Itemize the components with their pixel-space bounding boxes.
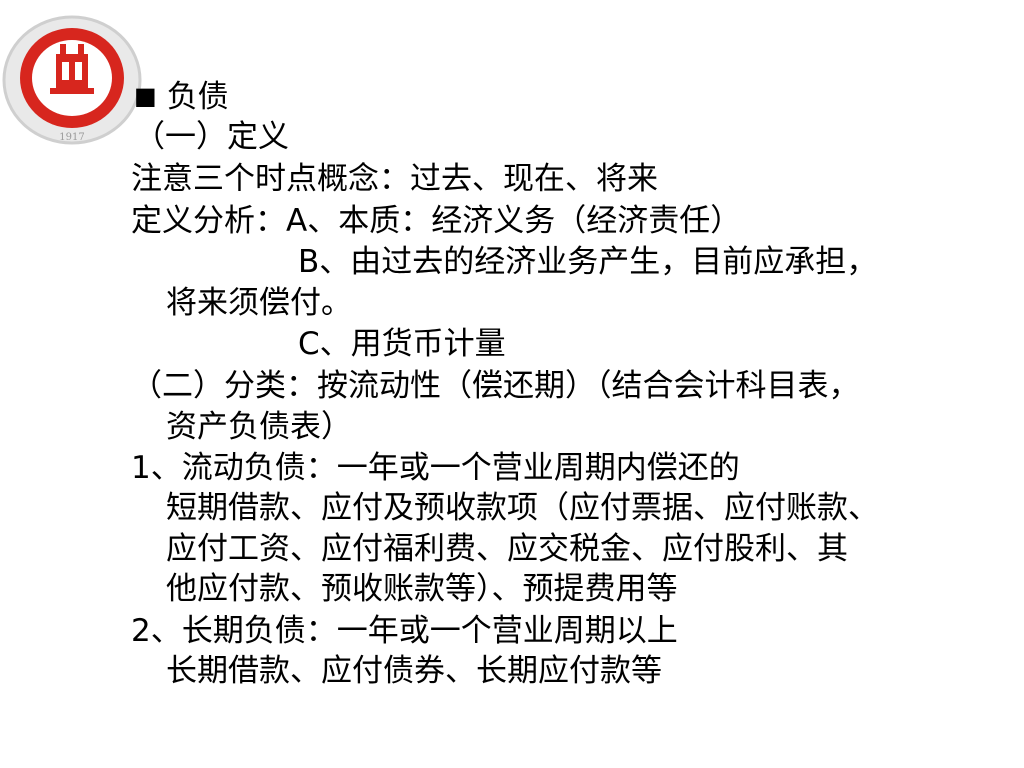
text-line: 将来须偿付。	[166, 285, 352, 321]
text-line: 他应付款、预收账款等）、预提费用等	[166, 571, 678, 607]
university-seal-icon: 1917	[2, 15, 142, 145]
text-line: 资产负债表）	[166, 409, 352, 445]
square-bullet-icon: ■	[134, 82, 157, 110]
text-line: 长期借款、应付债券、长期应付款等	[166, 653, 662, 689]
text-line: 1、流动负债：一年或一个营业周期内偿还的	[131, 450, 740, 486]
section-definition: （一）定义	[134, 119, 289, 155]
text-line: 2、长期负债：一年或一个营业周期以上	[131, 613, 678, 649]
heading-liabilities: ■负债	[134, 79, 229, 115]
university-seal-logo: 1917	[2, 14, 144, 146]
text-line: C、用货币计量	[298, 326, 506, 362]
text-line: 短期借款、应付及预收款项（应付票据、应付账款、	[166, 490, 879, 526]
section-classification: （二）分类：按流动性（偿还期）（结合会计科目表，	[131, 368, 860, 404]
seal-year: 1917	[59, 132, 84, 143]
text-line: 注意三个时点概念：过去、现在、将来	[131, 161, 658, 197]
text-line: 应付工资、应付福利费、应交税金、应付股利、其	[166, 531, 848, 567]
text-line: B、由过去的经济业务产生，目前应承担，	[298, 244, 878, 280]
text-line: 定义分析：A、本质：经济义务（经济责任）	[131, 203, 742, 239]
